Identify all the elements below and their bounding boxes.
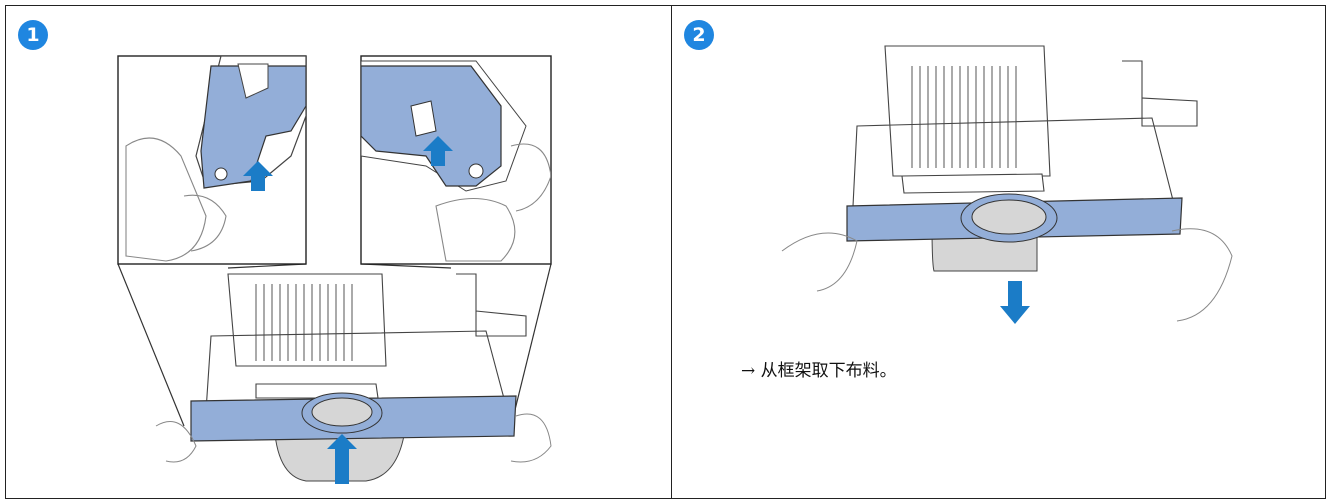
hoop-step1 <box>190 392 517 484</box>
step-2-illustration <box>781 45 1233 324</box>
step-1-panel: 1 <box>5 5 672 499</box>
instruction-sheet: 1 <box>5 5 1326 499</box>
machine-step2 <box>851 45 1198 227</box>
step-2-badge: 2 <box>684 20 714 50</box>
step-1-illustration <box>117 55 552 484</box>
hoop-step2 <box>846 193 1183 324</box>
detail-right <box>360 55 552 265</box>
step-2-instruction: → 从框架取下布料。 <box>741 361 897 381</box>
step-2-panel: 2 <box>671 5 1326 499</box>
detail-left <box>117 55 307 265</box>
step-1-badge: 1 <box>18 20 48 50</box>
machine-step1 <box>205 273 527 412</box>
